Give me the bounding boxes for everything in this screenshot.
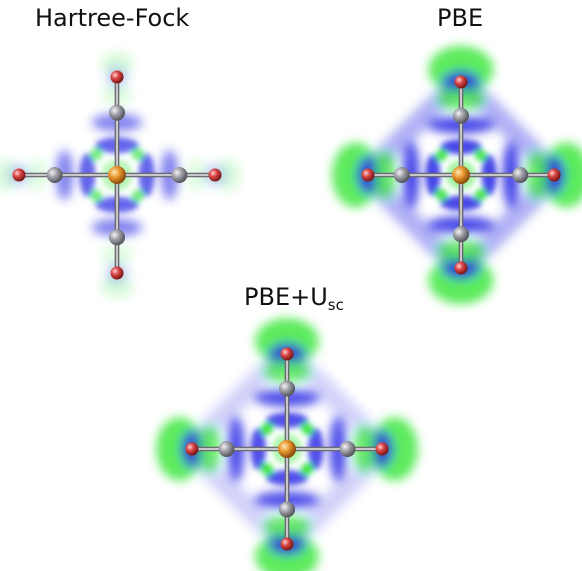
carbon-atom xyxy=(339,441,356,457)
oxygen-atom xyxy=(280,537,294,551)
pbe-panel xyxy=(331,45,582,305)
positive-lobe xyxy=(91,147,104,160)
oxygen-atom xyxy=(12,168,26,182)
bonds xyxy=(191,353,383,545)
metal-atom xyxy=(452,166,470,184)
diagonal-lobe xyxy=(350,64,572,286)
panel-title-text: Hartree-Fock xyxy=(35,4,190,32)
panel-title-text: PBE+U xyxy=(244,283,328,311)
panel-title-pbe-u-sc: PBE+Usc xyxy=(244,285,344,313)
pbe-u-sc-panel xyxy=(156,318,418,571)
panel-title-text: PBE xyxy=(437,4,484,32)
carbon-atom xyxy=(218,441,235,457)
oxygen-atom xyxy=(547,168,561,182)
oxygen-atom xyxy=(454,75,468,89)
carbon-atom xyxy=(453,107,469,124)
panel-title-pbe: PBE xyxy=(437,6,483,30)
positive-lobe xyxy=(130,147,143,160)
oxygen-atom xyxy=(361,168,375,182)
carbon-atom xyxy=(279,501,295,518)
carbon-atom xyxy=(46,167,63,183)
carbon-atom xyxy=(453,226,469,243)
density-cloud xyxy=(331,45,582,305)
oxygen-atom xyxy=(375,442,389,456)
carbon-atom xyxy=(171,167,188,183)
positive-lobe xyxy=(474,190,486,202)
positive-lobe xyxy=(262,464,274,476)
carbon-atom xyxy=(109,229,125,246)
oxygen-atom xyxy=(280,347,294,361)
metal-atom xyxy=(108,166,126,184)
atoms xyxy=(12,70,222,280)
bonds xyxy=(18,76,216,274)
positive-lobe xyxy=(436,190,448,202)
density-detail xyxy=(250,412,324,486)
panel-title-subscript: sc xyxy=(327,296,344,314)
positive-lobe xyxy=(474,148,486,160)
bonds xyxy=(367,81,555,269)
positive-lobe xyxy=(300,464,312,476)
metal-atom xyxy=(278,440,296,458)
oxygen-atom xyxy=(454,261,468,275)
positive-lobe xyxy=(91,190,104,203)
oxygen-atom xyxy=(110,266,124,280)
atoms xyxy=(361,75,561,275)
positive-lobe xyxy=(300,422,312,434)
oxygen-atom xyxy=(208,168,222,182)
carbon-atom xyxy=(279,380,295,397)
positive-lobe xyxy=(262,422,274,434)
panel-title-hartree-fock: Hartree-Fock xyxy=(35,6,189,30)
carbon-atom xyxy=(109,104,125,121)
atoms xyxy=(185,347,389,551)
oxygen-atom xyxy=(185,442,199,456)
positive-lobe xyxy=(436,148,448,160)
carbon-atom xyxy=(393,167,410,183)
positive-lobe xyxy=(130,190,143,203)
diagonal-lobe xyxy=(174,336,400,562)
oxygen-atom xyxy=(110,70,124,84)
carbon-atom xyxy=(512,167,529,183)
hartree-fock-panel xyxy=(0,52,240,298)
